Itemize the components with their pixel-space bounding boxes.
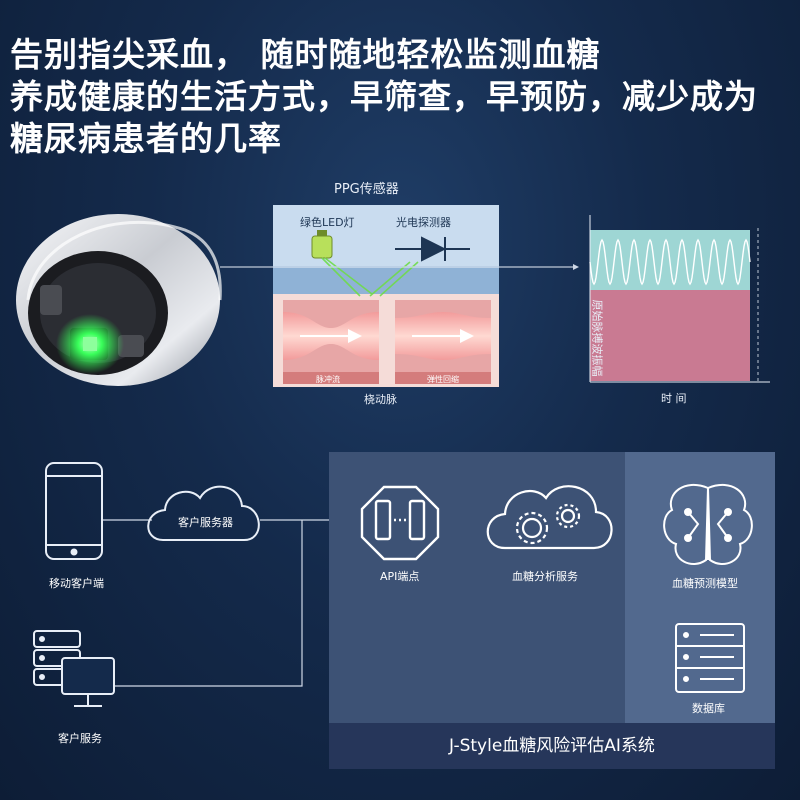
led-icon <box>311 235 333 259</box>
headline-line-1: 告别指尖采血， 随时随地轻松监测血糖 <box>10 35 601 74</box>
artery-label: 桡动脉 <box>364 393 397 406</box>
artery-illustration <box>283 300 491 384</box>
ppg-title: PPG传感器 <box>334 182 399 197</box>
led-label: 绿色LED灯 <box>300 216 355 229</box>
pulse-right-label: 弹性回缩 <box>427 375 459 384</box>
amplitude-axis-label: 原始脉搏波振幅 <box>590 299 604 377</box>
ppg-sensor-panel <box>220 205 579 387</box>
glucose-analysis-label: 血糖分析服务 <box>512 570 578 583</box>
database-label: 数据库 <box>692 702 725 715</box>
detector-label: 光电探测器 <box>396 216 451 229</box>
ai-system-title: J-Style血糖风险评估AI系统 <box>329 723 775 769</box>
smart-ring-image <box>16 214 222 386</box>
customer-server-label: 客户服务器 <box>178 516 233 529</box>
time-axis-label: 时 间 <box>661 392 687 405</box>
headline-line-3: 糖尿病患者的几率 <box>10 119 282 158</box>
photodiode-icon <box>395 236 470 262</box>
pulse-left-label: 脉冲流 <box>316 375 340 384</box>
glucose-model-label: 血糖预测模型 <box>672 577 738 590</box>
api-endpoint-label: API端点 <box>380 570 420 583</box>
pulse-waveform-chart <box>589 215 770 383</box>
customer-service-label: 客户服务 <box>58 732 102 745</box>
headline: 告别指尖采血， 随时随地轻松监测血糖 养成健康的生活方式，早筛查，早预防，减少成… <box>10 34 758 160</box>
mobile-client-label: 移动客户端 <box>49 577 104 590</box>
headline-line-2: 养成健康的生活方式，早筛查，早预防，减少成为 <box>10 77 758 116</box>
